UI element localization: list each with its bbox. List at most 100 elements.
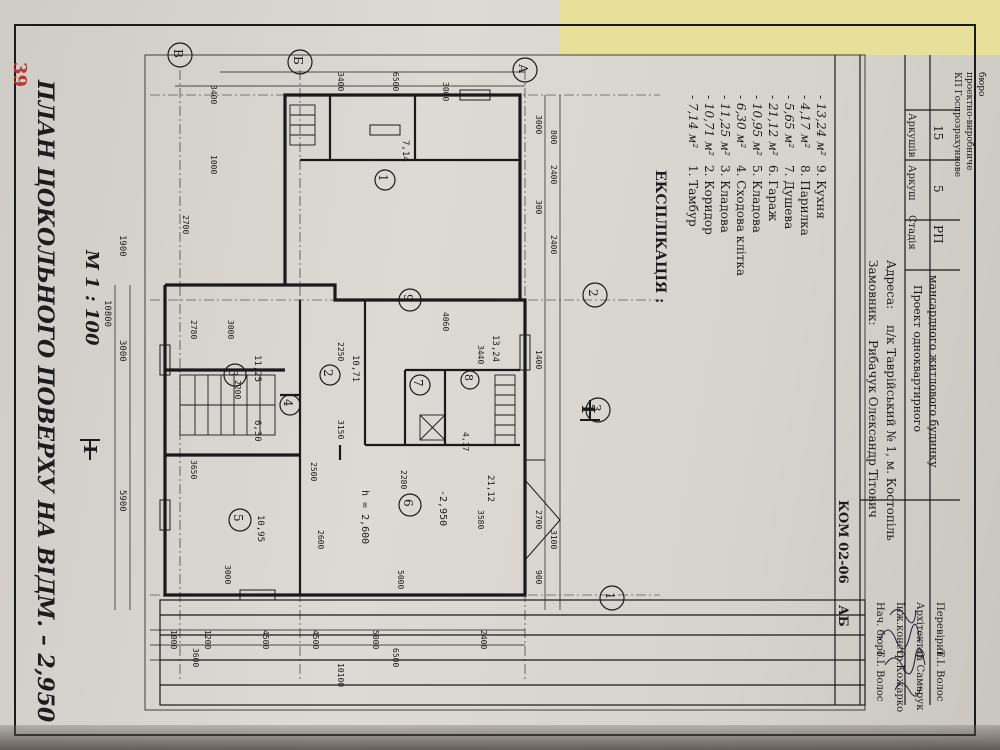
axis-letter-v: В — [171, 49, 185, 58]
dimension-chains — [114, 71, 561, 661]
section-line — [80, 400, 600, 460]
stamp-role-name: О. Самарук — [914, 650, 925, 711]
inner-frame — [144, 54, 866, 711]
stamp-customer-label: Замовник: — [866, 260, 880, 326]
grid-axes — [150, 70, 660, 680]
stamp-stage: РП — [931, 225, 945, 244]
axis-number-bubble — [585, 397, 611, 423]
dim-room: 4060 — [441, 312, 450, 332]
stamp-address: п/к Таврійський № 1, м. Костопіль — [884, 325, 898, 541]
axis-number-1: 1 — [603, 592, 617, 600]
explication-room-area: - 11,25 м² — [718, 95, 732, 156]
dim-room: 3580 — [476, 510, 485, 530]
axis-letter-bubble — [512, 57, 538, 83]
dim-right: 1400 — [534, 350, 543, 370]
dim-right: 3000 — [534, 115, 543, 135]
axis-number-bubble — [582, 282, 608, 308]
axis-number-3: 3 — [589, 404, 603, 412]
explication-room-label: 9. Кухня — [814, 165, 828, 219]
stamp-org-line1: КП Госпрозрахункове — [952, 72, 962, 178]
stamp-stage-label: Стадія — [906, 215, 917, 250]
dim-room: 3440 — [476, 345, 485, 365]
dim-bottom-total: 10100 — [336, 663, 345, 688]
room-bubble — [279, 394, 301, 416]
dim-room: 2780 — [189, 320, 198, 340]
explication-room-label: 4. Сходова клітка — [734, 165, 748, 277]
dim-top: 3000 — [441, 82, 450, 102]
room-number-2: 2 — [321, 369, 335, 377]
dim-top: 3400 — [336, 72, 345, 92]
explication-room-area: - 5,65 м² — [782, 95, 796, 149]
stamp-code: КОМ 02-06 — [835, 500, 850, 584]
dim-room: 2280 — [399, 470, 408, 490]
yellow-paper-underneath — [560, 0, 1000, 55]
stamp-sheet-label: Аркуш — [906, 165, 917, 201]
dim-room: 5000 — [396, 570, 405, 590]
explication-room-area: - 21,12 м² — [766, 95, 780, 156]
room-area-2: 10,71 — [350, 355, 360, 383]
dim-bottom: 2400 — [479, 630, 488, 650]
room-number-9: 9 — [401, 294, 415, 302]
sheet-number: 39 — [9, 62, 30, 88]
explication-room-area: - 13,24 м² — [814, 95, 828, 156]
dim-top: 6500 — [391, 72, 400, 92]
dim-bottom-total: 3600 — [191, 648, 200, 668]
axis-bubbles — [167, 42, 625, 611]
dim-room: 2500 — [309, 462, 318, 482]
room-number-4: 4 — [281, 399, 295, 407]
explication-room-label: 5. Кладова — [750, 165, 764, 233]
explication-room-label: 7. Душева — [782, 165, 796, 230]
stamp-sheets-label: Аркушів — [906, 113, 917, 158]
stamp-address-label: Адреса: — [884, 260, 898, 310]
explication-room-area: - 4,17 м² — [798, 95, 812, 149]
room-number-8: 8 — [462, 374, 475, 381]
dim-bottom: 4500 — [261, 630, 270, 650]
room-bubble — [319, 364, 341, 386]
stamp-role-name: Т.І. Волос — [934, 650, 945, 702]
room-number-3: 3 — [226, 369, 240, 377]
stamp-role-name: О. Кожарко — [894, 650, 905, 713]
page-shadow — [0, 725, 1000, 750]
dim-left-part: 1900 — [117, 235, 127, 257]
dim-bottom: 1000 — [169, 630, 178, 650]
room-number-1: 1 — [376, 174, 390, 182]
dim-bottom: 4500 — [311, 630, 320, 650]
title-block — [159, 55, 960, 706]
room-bubble — [398, 493, 422, 517]
dim-right: 900 — [534, 570, 543, 585]
explication-room-label: 6. Гараж — [766, 165, 780, 222]
plan-scale: М 1 : 100 — [81, 250, 102, 346]
explication-room-area: - 7,14 м² — [686, 95, 700, 149]
axis-number-2: 2 — [586, 289, 600, 297]
axis-letter-bubble — [167, 42, 193, 68]
room-area-3: 11,25 — [252, 355, 262, 383]
dim-top: 1000 — [209, 155, 218, 175]
shower-fixture — [419, 414, 446, 441]
stamp-org-line2: проектно-виробниче — [964, 72, 974, 171]
room-number-5: 5 — [231, 514, 245, 522]
plan-title: ПЛАН ЦОКОЛЬНОГО ПОВЕРХУ НА ВІДМ. – 2,950 — [32, 80, 58, 723]
dim-room: 2200 — [233, 380, 242, 400]
dim-bottom: 5000 — [371, 630, 380, 650]
room-area-4: 6,30 — [252, 420, 262, 442]
stamp-customer: Рибачук Олександр Тітович — [866, 340, 880, 518]
stamp-role: Перевірив — [934, 602, 945, 657]
dim-bottom: 1200 — [203, 630, 212, 650]
dim-right: 2400 — [549, 235, 558, 255]
dim-left-total: 10800 — [102, 300, 112, 328]
explication-room-label: 8. Парилка — [798, 165, 812, 236]
dim-bottom-total: 6500 — [391, 648, 400, 668]
stamp-role: Нач. бюро — [874, 602, 885, 657]
level-mark: -2,950 — [437, 490, 448, 527]
room-number-7: 7 — [411, 379, 425, 387]
stamp-code-suffix: АБ — [835, 605, 850, 627]
dim-room: 3000 — [223, 565, 232, 585]
explication-room-area: - 6,30 м² — [734, 95, 748, 149]
explication-room-label: 2. Коридор — [702, 165, 716, 235]
dim-right: 300 — [534, 200, 543, 215]
dim-room: 3150 — [336, 420, 345, 440]
room-bubble — [223, 363, 247, 387]
room-bubble — [398, 288, 422, 312]
